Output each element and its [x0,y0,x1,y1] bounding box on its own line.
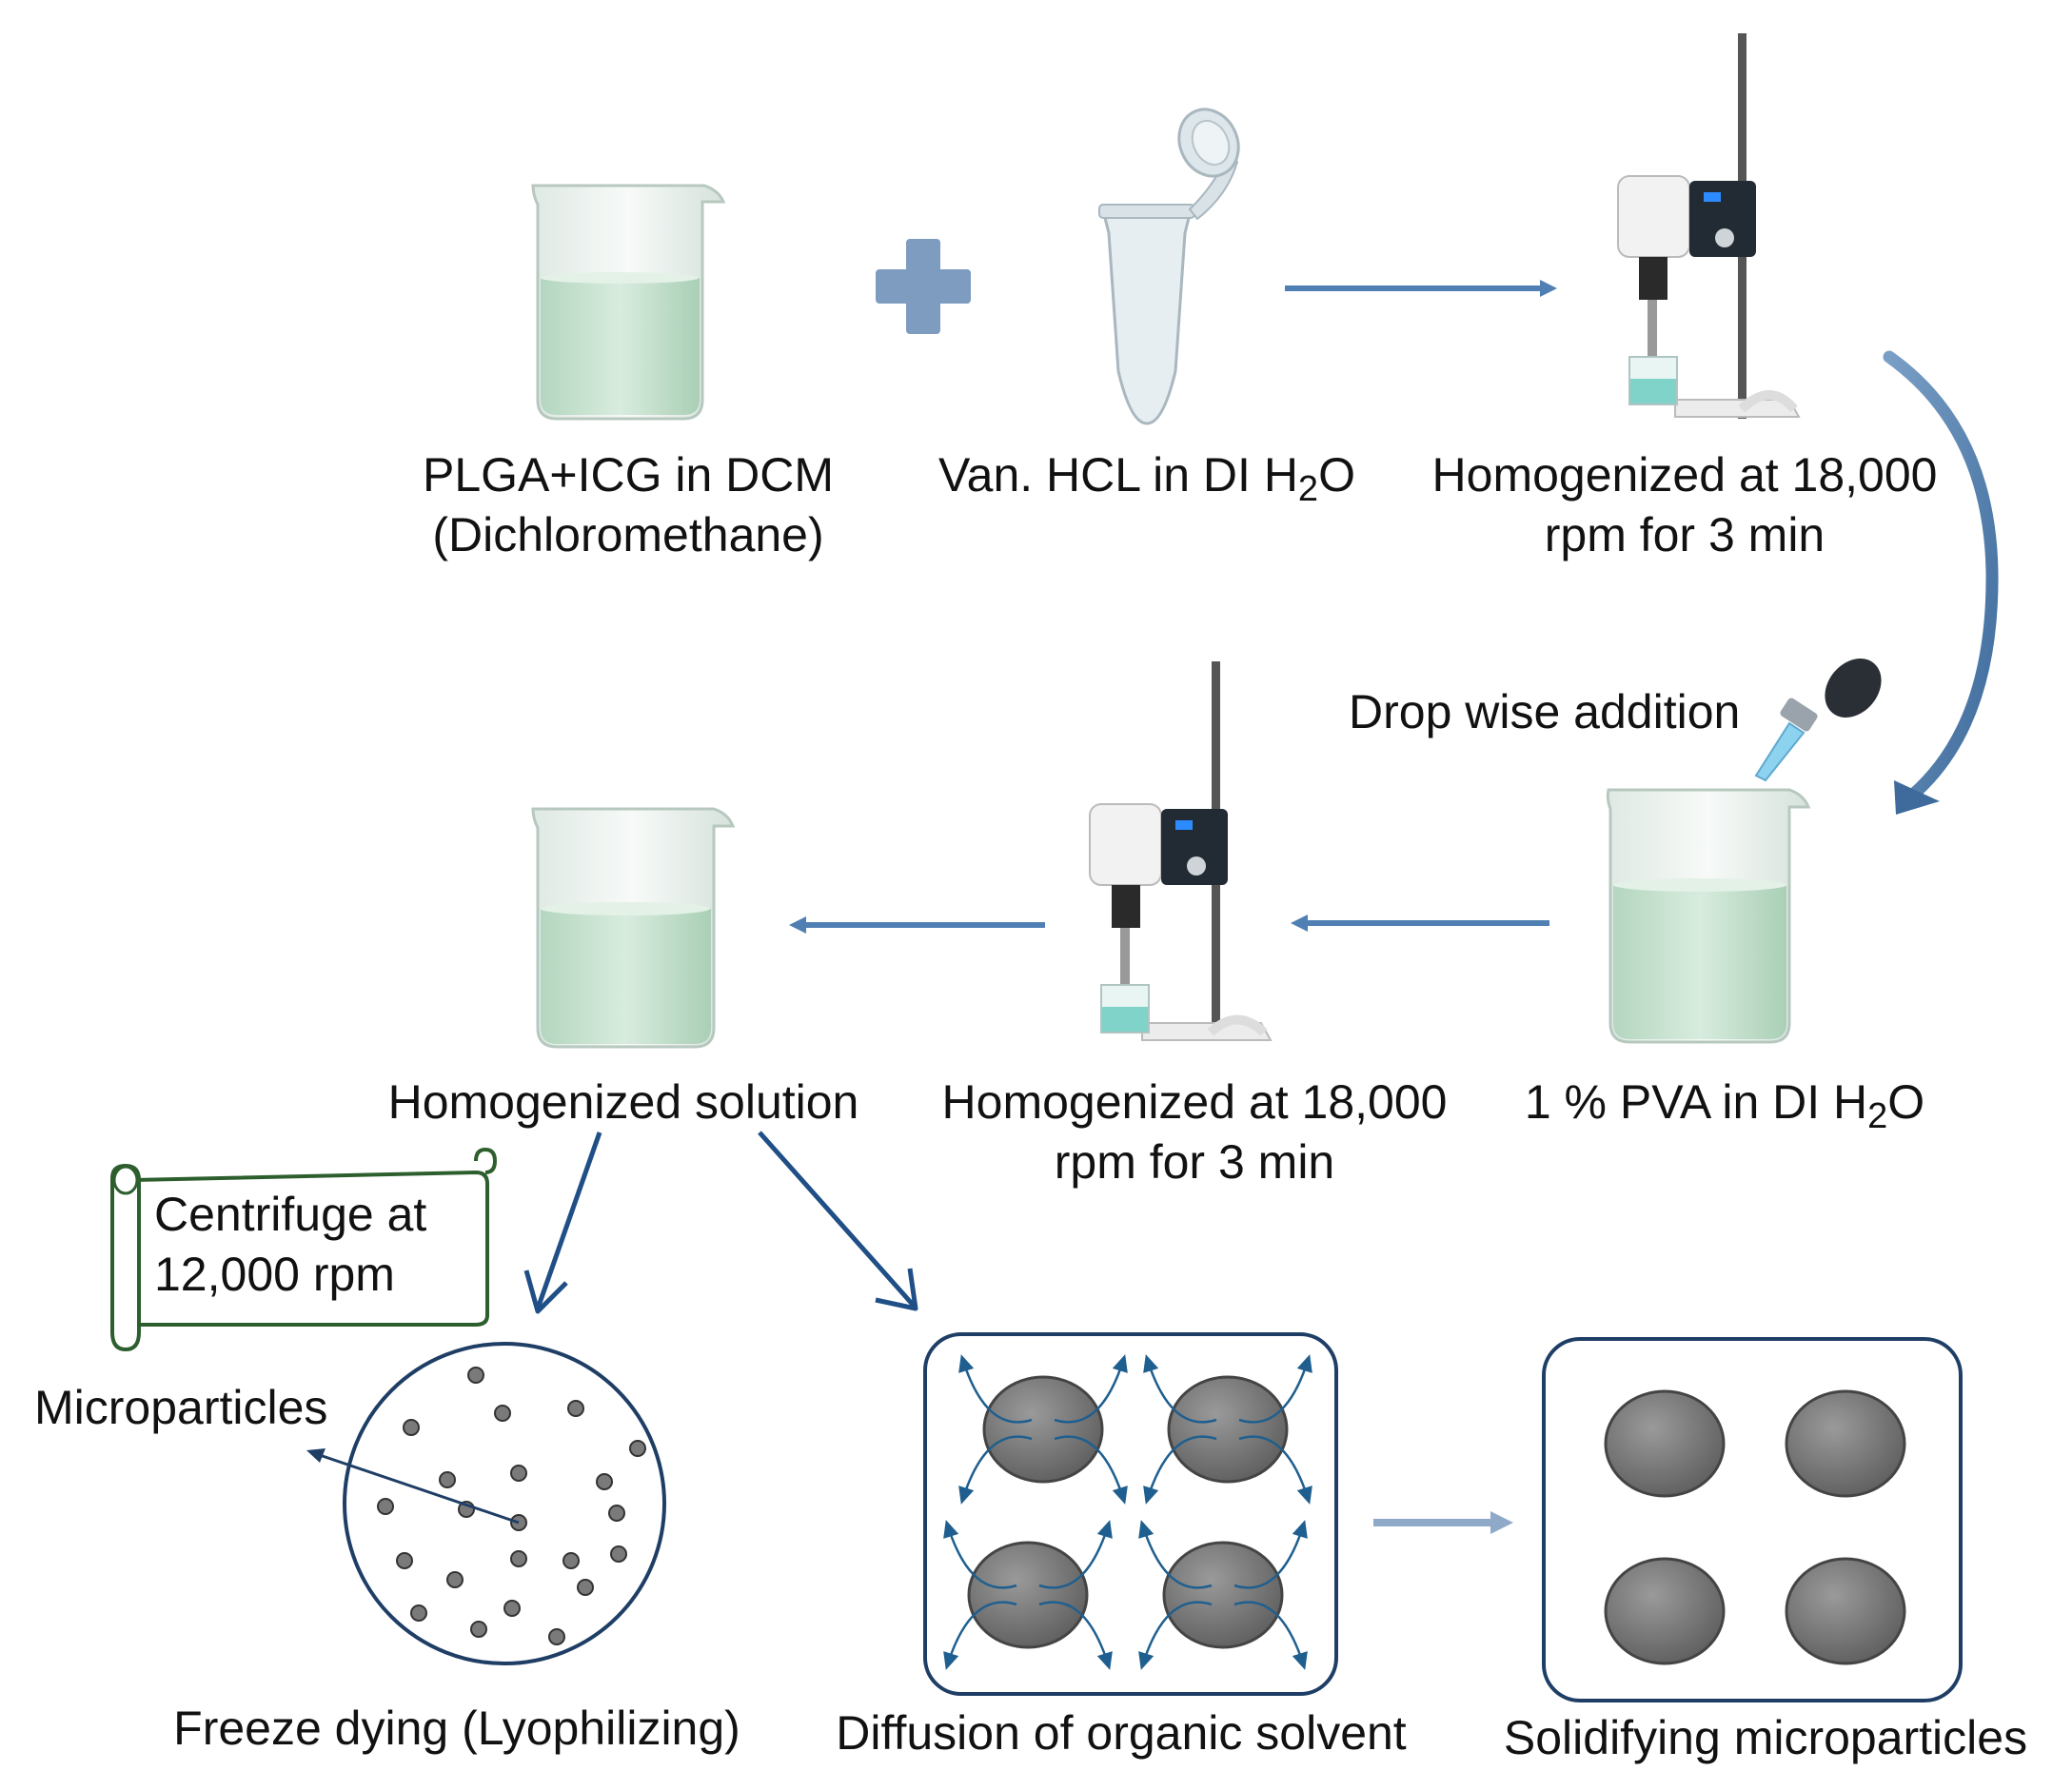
curved-arrow-down [1883,350,1999,815]
process-arrow-2 [1291,915,1549,932]
microparticle-dot [494,1405,511,1422]
beaker-plga-icon [531,184,726,421]
label-homogenized-solution: Homogenized solution [387,1075,859,1129]
beaker-homogenized-icon [531,807,736,1049]
label-homogenized-2: Homogenized at 18,000 rpm for 3 min [918,1073,1470,1191]
diffusing-particle [958,1354,1128,1505]
microparticle-dot [596,1473,613,1490]
label-van-prefix: Van. HCL in DI H [938,448,1298,502]
microparticle-dot [548,1628,565,1645]
label-diffusion: Diffusion of organic solvent [836,1706,1407,1760]
diffusion-box [923,1332,1338,1696]
eppendorf-tube-icon [1098,108,1240,425]
label-plga: PLGA+ICG in DCM (Dichloromethane) [400,445,857,564]
label-homog1-line2: rpm for 3 min [1544,507,1825,561]
microparticle-dot [608,1505,625,1522]
microparticle-dot [567,1400,584,1417]
label-solidifying: Solidifying microparticles [1503,1711,2028,1764]
label-centrifuge-line1: Centrifuge at [154,1188,427,1241]
microparticle-dot [377,1498,394,1515]
label-centrifuge-line2: 12,000 rpm [154,1247,395,1301]
microparticle-dot [446,1571,464,1588]
microparticle-dot [410,1604,427,1622]
microparticle-dot [562,1552,580,1569]
microparticle-dot [577,1579,594,1596]
diffusing-particle [1138,1520,1308,1670]
label-pva-subscript: 2 [1867,1096,1888,1136]
particle-group [377,1367,646,1645]
label-freeze-drying: Freeze dying (Lyophilizing) [173,1702,740,1755]
arrow-to-diffusion [758,1131,918,1311]
microparticle-dot [510,1465,527,1482]
label-microparticles: Microparticles [34,1381,328,1434]
microparticle-dot [503,1600,521,1617]
microparticle-dot [403,1419,420,1436]
label-homog1-line1: Homogenized at 18,000 [1431,448,1938,502]
diffusion-particles [943,1354,1312,1670]
label-homog2-line1: Homogenized at 18,000 [941,1075,1448,1129]
label-plga-line2: (Dichloromethane) [432,507,824,561]
label-pva: 1 % PVA in DI H2O [1487,1073,1963,1140]
centrifuge-scroll [110,1147,498,1352]
homogenizer-top-icon [1617,33,1801,419]
microparticle-dot [510,1550,527,1567]
beaker-pva-icon [1606,788,1811,1044]
label-homogenized-1: Homogenized at 18,000 rpm for 3 min [1409,445,1961,564]
microparticle-dot [610,1545,627,1563]
process-arrow-4 [1373,1511,1513,1534]
microparticle-pointer-arrow [306,1448,520,1525]
homogenizer-middle-icon [1089,661,1273,1041]
arrow-to-freeze [523,1132,602,1314]
microparticle-dot [396,1552,413,1569]
label-van-subscript: 2 [1297,469,1319,509]
process-arrow-1 [1285,280,1557,297]
process-arrow-3 [789,916,1045,934]
plus-icon [876,239,971,334]
label-van-hcl: Van. HCL in DI H2O [909,445,1385,513]
label-homog2-line2: rpm for 3 min [1054,1134,1335,1189]
label-centrifuge: Centrifuge at 12,000 rpm [154,1185,426,1304]
microparticle-dot [439,1471,456,1488]
label-dropwise: Drop wise addition [1349,685,1741,738]
label-pva-suffix: O [1887,1075,1925,1129]
label-pva-prefix: 1 % PVA in DI H [1524,1075,1868,1129]
microparticle-dot [629,1440,646,1457]
diffusing-particle [943,1520,1113,1670]
label-plga-line1: PLGA+ICG in DCM [422,448,835,502]
label-van-suffix: O [1318,448,1355,502]
diffusing-particle [1143,1354,1312,1505]
microparticle-dot [467,1367,484,1384]
microparticle-dot [470,1621,487,1638]
solidifying-box [1542,1337,1963,1702]
